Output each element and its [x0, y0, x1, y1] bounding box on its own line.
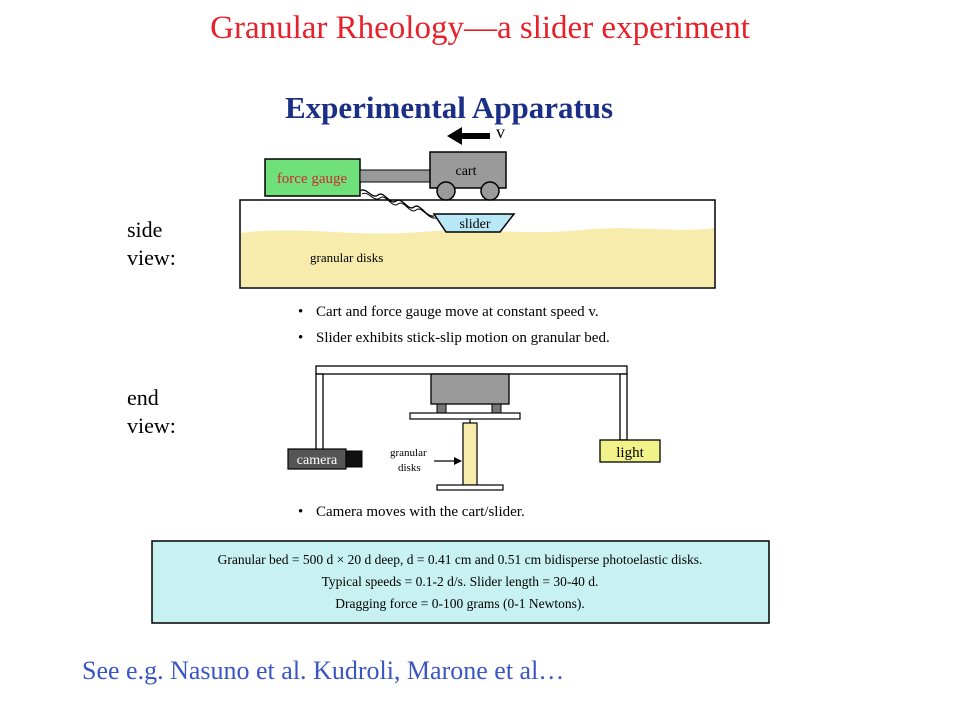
slide-title: Granular Rheology—a slider experiment: [210, 10, 750, 46]
connecting-rod: [359, 169, 433, 183]
slider-label: slider: [459, 217, 490, 232]
info-line-2: Typical speeds = 0.1-2 d/s. Slider lengt…: [322, 574, 599, 589]
info-line-3: Dragging force = 0-100 grams (0-1 Newton…: [335, 596, 584, 611]
velocity-label: v: [496, 122, 505, 142]
footer-citation: See e.g. Nasuno et al. Kudroli, Marone e…: [82, 656, 565, 685]
cart: cart: [429, 151, 507, 201]
end-view-label-1: end: [127, 385, 159, 410]
pointer-arrow: [434, 457, 462, 465]
force-gauge: force gauge: [264, 158, 361, 197]
side-bullet-2: Slider exhibits stick-slip motion on gra…: [316, 330, 610, 346]
side-view-bullets: • Cart and force gauge move at constant …: [298, 304, 610, 346]
end-bullet-1: Camera moves with the cart/slider.: [316, 504, 525, 520]
end-view-cart: [409, 373, 521, 420]
end-view-label-2: view:: [127, 413, 176, 438]
side-view-label-2: view:: [127, 245, 176, 270]
info-box: Granular bed = 500 d × 20 d deep, d = 0.…: [151, 540, 770, 624]
camera-label: camera: [297, 453, 338, 468]
svg-text:•: •: [298, 330, 303, 346]
side-bullet-1: Cart and force gauge move at constant sp…: [316, 304, 599, 320]
cart-label: cart: [456, 164, 477, 179]
svg-text:•: •: [298, 304, 303, 320]
velocity-arrow: v: [447, 122, 505, 145]
side-view-label-1: side: [127, 217, 162, 242]
camera: camera: [287, 448, 363, 470]
end-view-granular-column: [436, 419, 504, 491]
spring: [359, 189, 435, 217]
svg-text:•: •: [298, 504, 303, 520]
light-source: light: [599, 439, 661, 463]
end-granular-label-1: granular: [390, 447, 427, 459]
granular-bed: granular disks: [239, 199, 716, 289]
figure-heading: Experimental Apparatus: [285, 90, 613, 125]
info-line-1: Granular bed = 500 d × 20 d deep, d = 0.…: [218, 552, 703, 567]
granular-disks-label: granular disks: [310, 250, 383, 265]
force-gauge-label: force gauge: [277, 171, 348, 187]
end-granular-label-2: disks: [398, 462, 421, 474]
slider: slider: [432, 213, 516, 233]
light-label: light: [616, 445, 644, 461]
end-view-bullets: • Camera moves with the cart/slider.: [298, 504, 525, 520]
